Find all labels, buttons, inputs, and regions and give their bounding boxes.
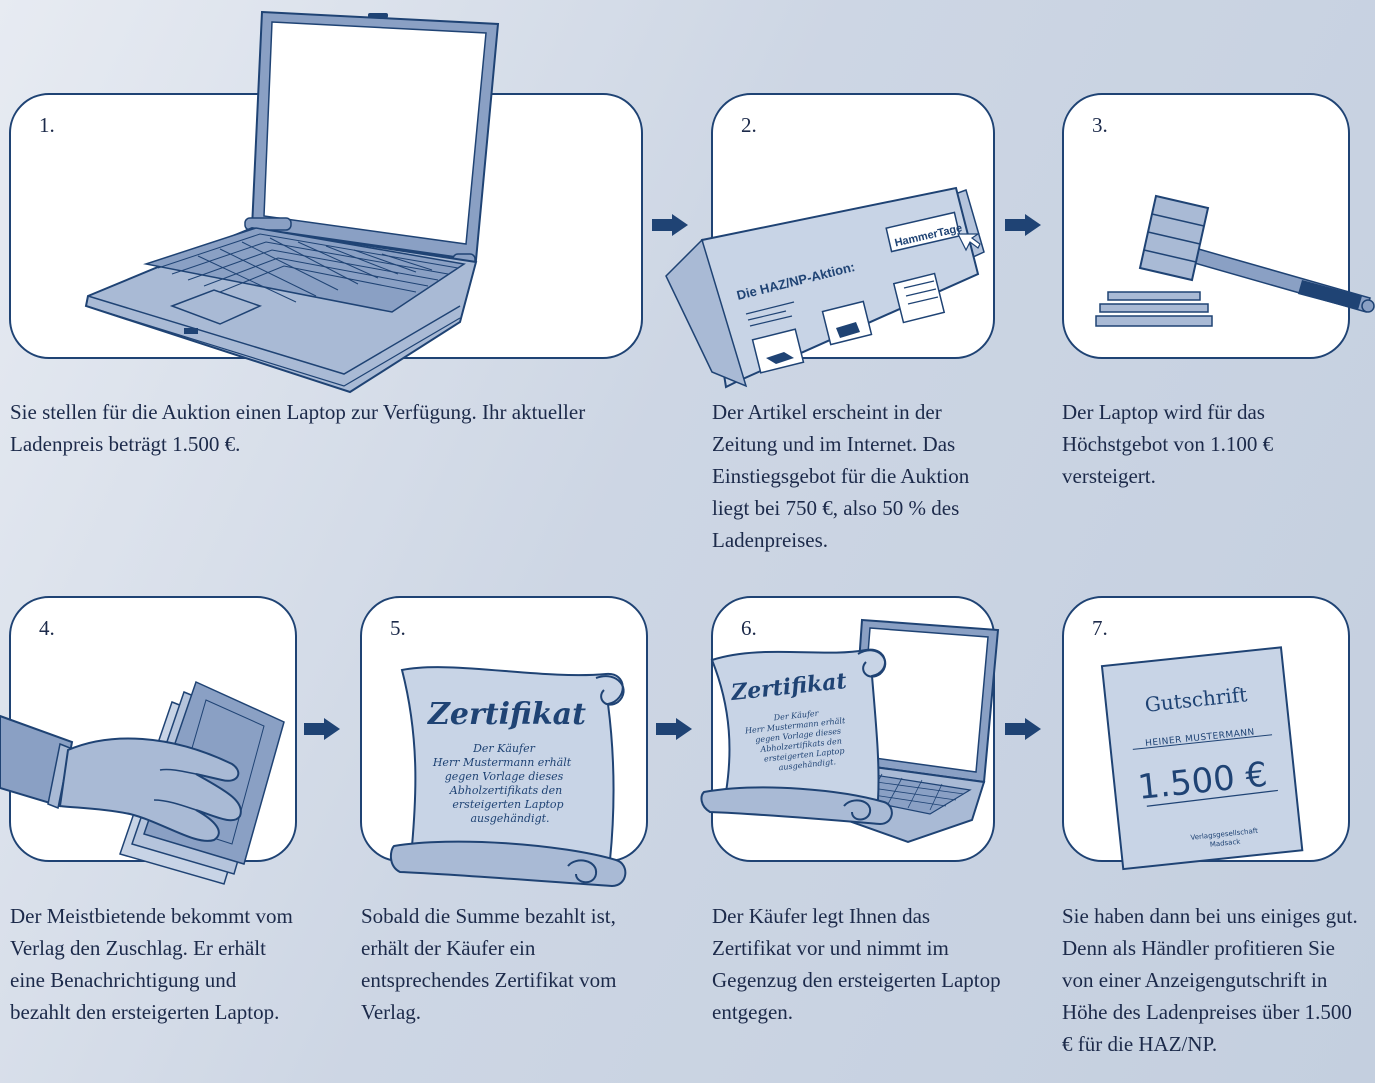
step-2-caption: Der Artikel erscheint in der Zeitung und… [712,400,970,552]
arrow-4-5 [304,718,340,740]
arrow-2-3 [1005,214,1041,236]
certificate-line-1: Der Käufer [472,742,536,755]
certificate-line-4: Abholzertifikats den [449,784,562,797]
certificate-line-3: gegen Vorlage dieses [445,770,564,783]
certificate-line-2: Herr Mustermann erhält [432,756,572,769]
right-arrow-icon [656,718,692,740]
step-3-caption: Der Laptop wird für das Höchstgebot von … [1062,400,1274,488]
step-1-number: 1. [39,113,55,137]
hand-money-illustration [0,680,285,885]
right-arrow-icon [1005,718,1041,740]
certificate-line-5: ersteigerten Laptop [452,798,563,811]
voucher-issuer-2: Madsack [1209,838,1241,849]
right-arrow-icon [304,718,340,740]
step-5-caption: Sobald die Summe bezahlt ist, erhält der… [361,904,617,1024]
certificate-title: Zertifikat [427,697,586,732]
voucher-illustration: Gutschrift HEINER MUSTERMANN 1.500 € Ver… [1100,646,1304,871]
step-6-number: 6. [741,616,757,640]
step-5-number: 5. [390,616,406,640]
cursor-icon [957,233,981,252]
step-2-number: 2. [741,113,757,137]
step-1-caption: Sie stellen für die Auktion einen Laptop… [10,400,586,456]
step-4-caption: Der Meistbietende bekommt vom Verlag den… [10,904,293,1024]
step-3-number: 3. [1092,113,1108,137]
right-arrow-icon [652,214,688,236]
laptop-certificate-illustration: Zertifikat Der Käufer Herr Mustermann er… [700,618,1000,844]
step-6-caption: Der Käufer legt Ihnen das Zertifikat vor… [712,904,1001,1024]
laptop-illustration [84,10,500,394]
step-3-panel: 3. [1062,93,1350,359]
step-4-number: 4. [39,616,55,640]
step-7-caption: Sie haben dann bei uns einiges gut. Denn… [1062,904,1358,1056]
arrow-6-7 [1005,718,1041,740]
step-7-number: 7. [1092,616,1108,640]
gavel-illustration [1095,194,1375,327]
right-arrow-icon [1005,214,1041,236]
newspaper-illustration: HammerTage Die HAZ/NP-Aktion: [665,186,985,389]
certificate-line-6: ausgehändigt. [470,812,549,825]
certificate-scroll-illustration: Zertifikat Der Käufer Herr Mustermann er… [389,666,627,888]
arrow-5-6 [656,718,692,740]
arrow-1-2 [652,214,688,236]
